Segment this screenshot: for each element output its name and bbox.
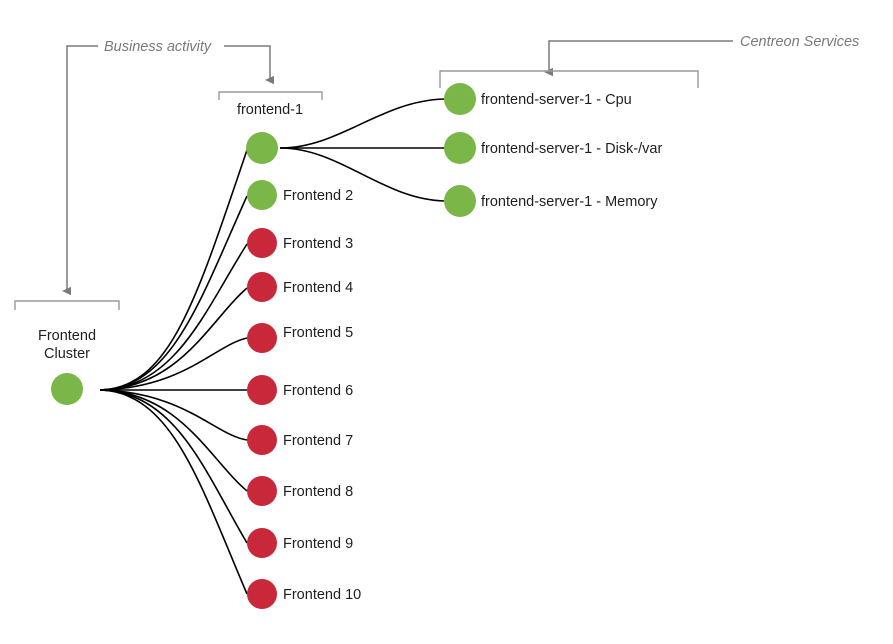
group-bracket-services: [439, 70, 699, 88]
centreon-services-leader: [544, 40, 733, 77]
node-label-frontend-10: Frontend 10: [283, 587, 361, 603]
node-frontend-9[interactable]: Frontend 9: [247, 528, 353, 558]
node-svc-memory[interactable]: frontend-server-1 - Memory: [444, 185, 658, 217]
node-frontend-7[interactable]: Frontend 7: [247, 425, 353, 455]
annotation-label-business-activity: Business activity: [104, 39, 212, 55]
node-label-svc-disk-var: frontend-server-1 - Disk-/var: [481, 141, 662, 157]
node-frontend-1[interactable]: [246, 132, 278, 164]
frontend-7-status-dot[interactable]: [247, 425, 277, 455]
node-label-frontend-3: Frontend 3: [283, 236, 353, 252]
frontend-cluster-label-line1: Frontend: [38, 328, 96, 344]
group-label-frontend-1: frontend-1: [237, 102, 303, 118]
frontend-cluster-status-dot[interactable]: [51, 373, 83, 405]
node-frontend-10[interactable]: Frontend 10: [247, 579, 361, 609]
frontend-8-status-dot[interactable]: [247, 476, 277, 506]
business-activity-leader-left: [62, 45, 98, 296]
node-frontend-8[interactable]: Frontend 8: [247, 476, 353, 506]
node-frontend-3[interactable]: Frontend 3: [247, 228, 353, 258]
edge-cluster-frontend-5: [99, 337, 248, 391]
group-bracket-frontend-1: frontend-1: [218, 91, 323, 118]
node-label-frontend-4: Frontend 4: [283, 280, 353, 296]
annotation-business-activity: Business activity: [62, 39, 274, 296]
node-label-frontend-7: Frontend 7: [283, 433, 353, 449]
edge-cluster-frontend-4: [99, 287, 248, 391]
frontend-1-bracket: [218, 91, 323, 100]
edge-cluster-frontend-2: [99, 195, 248, 391]
edge-frontend-1-svc-memory: [279, 147, 445, 202]
node-svc-cpu[interactable]: frontend-server-1 - Cpu: [444, 83, 632, 115]
node-svc-disk-var[interactable]: frontend-server-1 - Disk-/var: [444, 132, 662, 164]
frontend-3-status-dot[interactable]: [247, 228, 277, 258]
frontend-4-status-dot[interactable]: [247, 272, 277, 302]
services-bracket: [439, 70, 699, 88]
node-frontend-cluster[interactable]: [51, 373, 83, 405]
frontend-5-status-dot[interactable]: [247, 323, 277, 353]
business-activity-leader-right: [224, 45, 274, 85]
node-frontend-4[interactable]: Frontend 4: [247, 272, 353, 302]
frontend-cluster-label-line2: Cluster: [44, 346, 90, 362]
frontend-cluster-bracket: [14, 300, 120, 310]
node-label-svc-memory: frontend-server-1 - Memory: [481, 194, 658, 210]
node-label-svc-cpu: frontend-server-1 - Cpu: [481, 92, 632, 108]
edge-cluster-frontend-9: [99, 389, 248, 544]
node-label-frontend-2: Frontend 2: [283, 188, 353, 204]
edge-frontend-1-svc-cpu: [279, 98, 445, 149]
frontend-10-status-dot[interactable]: [247, 579, 277, 609]
frontend-9-status-dot[interactable]: [247, 528, 277, 558]
node-frontend-5[interactable]: Frontend 5: [247, 323, 353, 353]
svc-disk-var-status-dot[interactable]: [444, 132, 476, 164]
node-frontend-6[interactable]: Frontend 6: [247, 375, 353, 405]
host-nodes: Frontend 2 Frontend 3 Frontend 4 Fronten…: [246, 132, 361, 609]
edge-cluster-frontend-7: [99, 389, 248, 441]
node-label-frontend-8: Frontend 8: [283, 484, 353, 500]
service-nodes: frontend-server-1 - Cpu frontend-server-…: [444, 83, 662, 217]
node-label-frontend-5: Frontend 5: [283, 325, 353, 341]
edge-cluster-frontend-8: [99, 389, 248, 492]
svc-cpu-status-dot[interactable]: [444, 83, 476, 115]
group-bracket-frontend-cluster: Frontend Cluster: [14, 300, 120, 362]
annotation-centreon-services: Centreon Services: [544, 34, 859, 77]
svc-memory-status-dot[interactable]: [444, 185, 476, 217]
frontend-2-status-dot[interactable]: [247, 180, 277, 210]
edges-host-to-services: [279, 98, 445, 202]
edge-cluster-frontend-3: [99, 243, 248, 391]
frontend-1-status-dot[interactable]: [246, 132, 278, 164]
annotation-label-centreon-services: Centreon Services: [740, 34, 859, 50]
edge-cluster-frontend-10: [99, 389, 248, 595]
node-frontend-2[interactable]: Frontend 2: [247, 180, 353, 210]
edges-cluster-to-hosts: [99, 149, 248, 595]
node-label-frontend-6: Frontend 6: [283, 383, 353, 399]
frontend-6-status-dot[interactable]: [247, 375, 277, 405]
edge-cluster-frontend-1: [99, 149, 248, 391]
node-label-frontend-9: Frontend 9: [283, 536, 353, 552]
